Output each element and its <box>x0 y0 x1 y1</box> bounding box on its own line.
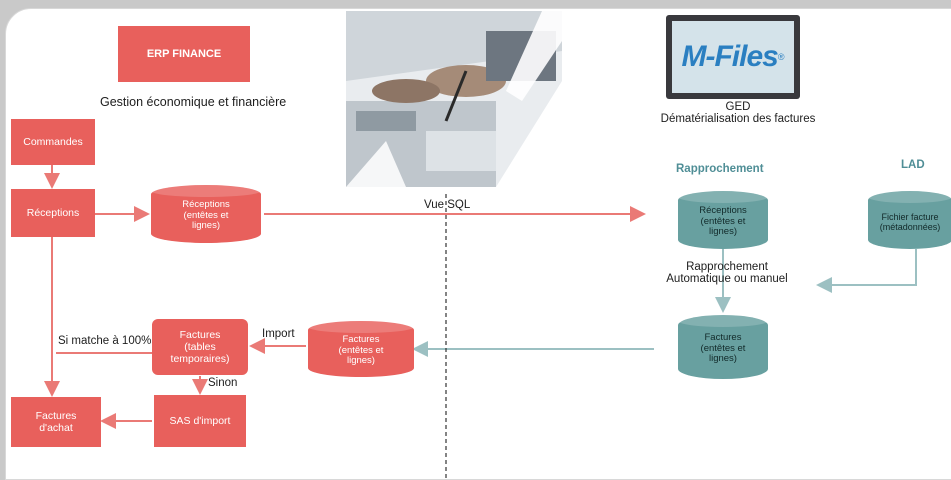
import-label: Import <box>262 328 295 340</box>
ged-caption: GED Dématérialisation des factures <box>660 101 816 125</box>
arrow-lad-rapprochement <box>816 249 917 293</box>
receptions-cylinder-erp: Réceptions (entêtes et lignes) <box>151 185 261 243</box>
vue-sql-label: Vue SQL <box>424 199 471 211</box>
sinon-label: Sinon <box>208 377 238 389</box>
erp-subtitle: Gestion économique et financière <box>100 95 287 109</box>
diagram-slide: ERP FINANCE Gestion économique et financ… <box>5 8 951 480</box>
factures-cylinder-erp: Factures (entêtes et lignes) <box>308 321 414 377</box>
factures-tables-box: Factures (tables temporaires) <box>152 319 248 375</box>
si-matche-label: Si matche à 100% <box>58 335 152 347</box>
connector-layer <box>44 165 917 479</box>
rapprochement-mode-label: Rapprochement Automatique ou manuel <box>666 261 788 285</box>
m-files-registered-mark: ® <box>777 52 785 62</box>
receptions-cylinder-ged: Réceptions (entêtes et lignes) <box>678 191 768 249</box>
m-files-logo: M-Files ® <box>666 15 800 99</box>
sas-import-box: SAS d'import <box>154 395 246 447</box>
fichier-facture-cylinder: Fichier facture (métadonnées) <box>868 191 951 249</box>
factures-cylinder-ged: Factures (entêtes et lignes) <box>678 315 768 379</box>
factures-achat-box: Factures d'achat <box>11 397 101 447</box>
receptions-box: Réceptions <box>11 189 95 237</box>
office-photo <box>346 11 562 187</box>
erp-finance-title: ERP FINANCE <box>118 26 250 82</box>
rapprochement-header: Rapprochement <box>676 163 764 175</box>
lad-header: LAD <box>901 159 925 171</box>
commandes-box: Commandes <box>11 119 95 165</box>
m-files-wordmark: M-Files <box>681 40 779 73</box>
